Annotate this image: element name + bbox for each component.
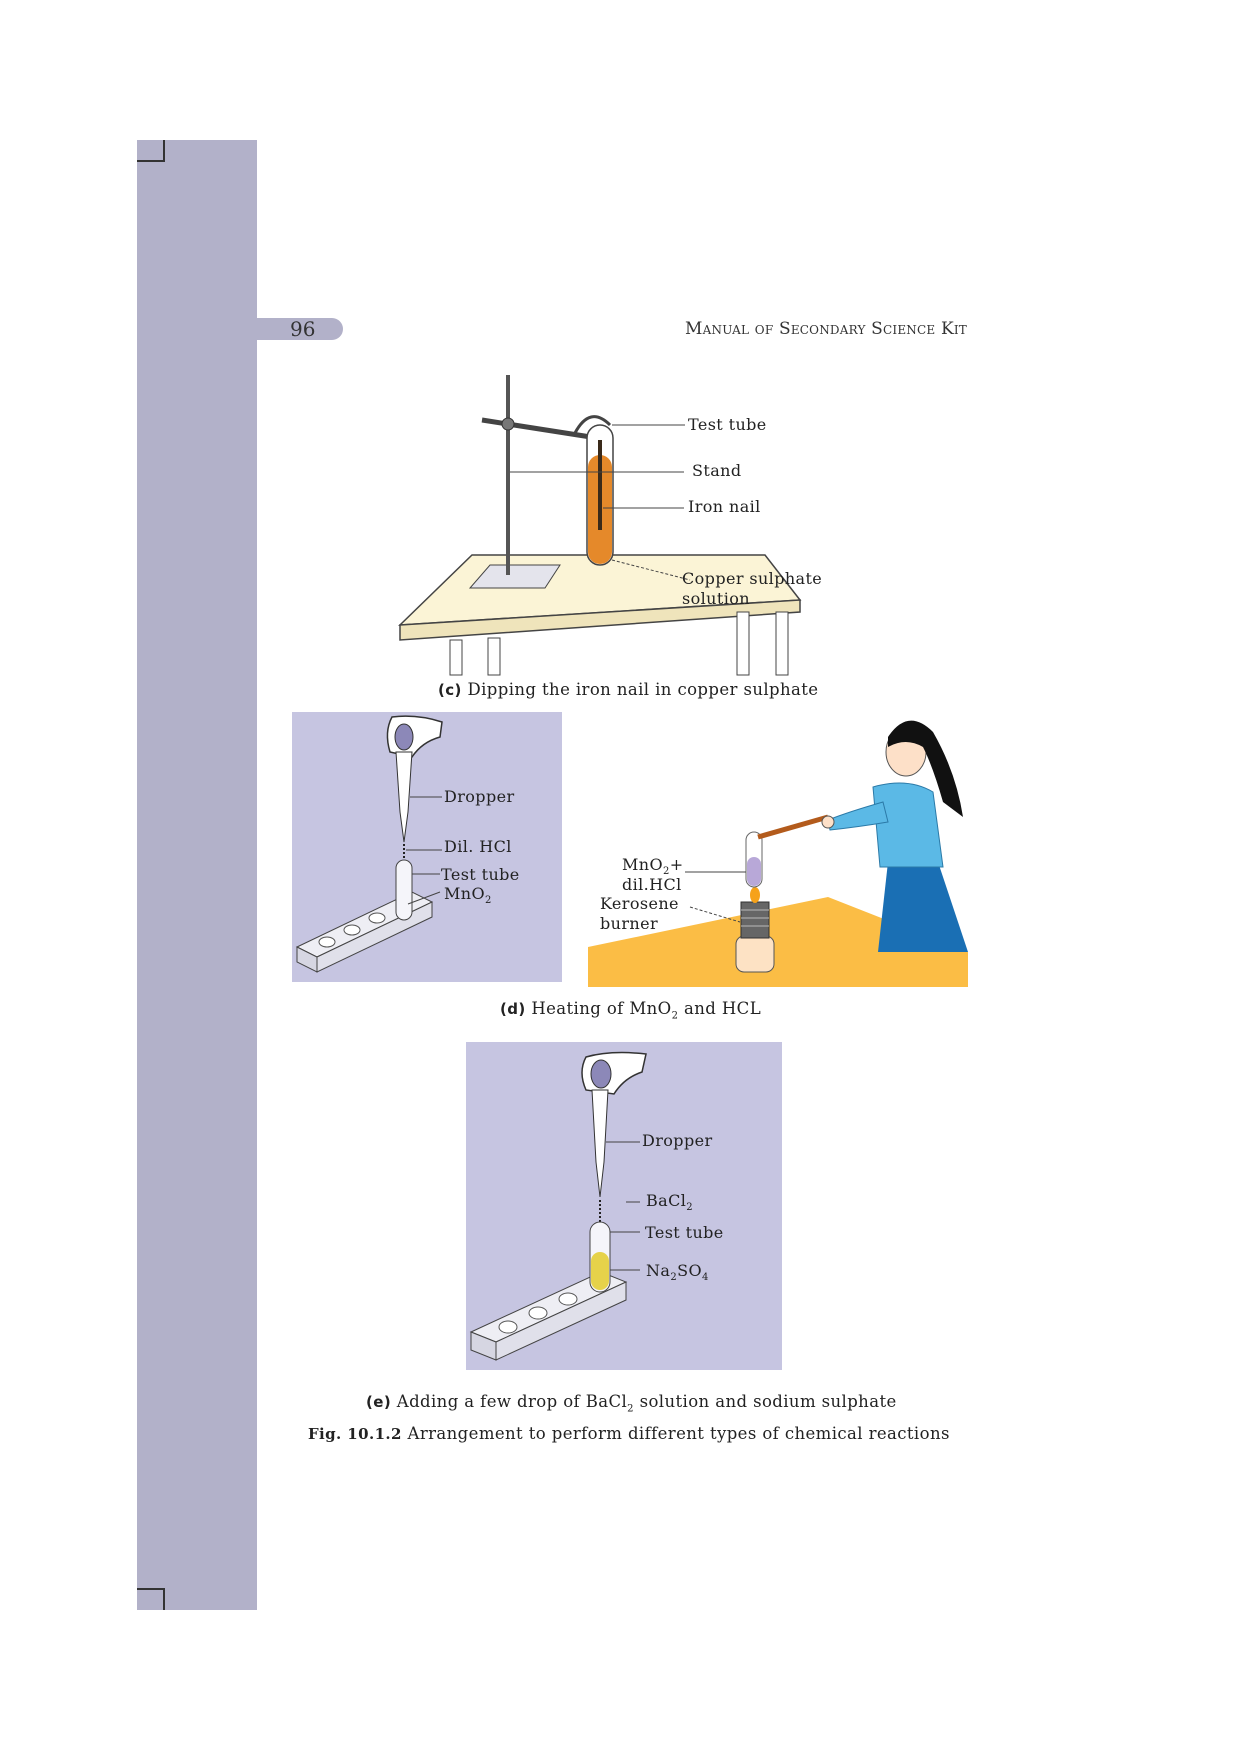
- table-leg: [736, 611, 750, 676]
- caption-d-sub: 2: [671, 1010, 679, 1022]
- label-mix-sub: 2: [663, 866, 670, 878]
- dropper-bulb: [590, 1059, 612, 1089]
- label-dropper-d: Dropper: [444, 787, 515, 806]
- caption-e-pre: Adding a few drop of BaCl: [396, 1392, 628, 1411]
- girl-skirt: [878, 862, 968, 952]
- test-tube-holder: [757, 814, 829, 840]
- caption-d: (d) Heating of MnO2 and HCL: [500, 998, 761, 1027]
- girl-hair: [888, 720, 963, 817]
- spot-tray-side: [495, 1281, 627, 1361]
- label-burner-1: Kerosene: [600, 894, 679, 913]
- running-head: Manual of Secondary Science Kit: [685, 319, 967, 339]
- label-mix-base: MnO: [622, 855, 664, 874]
- tray-well: [343, 924, 361, 936]
- label-bacl2-base: BaCl: [646, 1191, 687, 1210]
- label-na2so4-b: SO: [677, 1261, 702, 1280]
- leader-line: [407, 891, 441, 905]
- girl-arm: [827, 801, 889, 831]
- caption-d-pre: Heating of MnO: [531, 999, 672, 1018]
- tray-well: [368, 912, 386, 924]
- sodium-sulphate-solution: [591, 1252, 609, 1290]
- girl-hand: [821, 815, 835, 829]
- dropper-tube: [591, 1089, 609, 1198]
- label-burner-2: burner: [600, 914, 659, 933]
- figure-e-illustration: [469, 1051, 647, 1361]
- dropper-tube: [395, 751, 413, 843]
- page-number-tab: [257, 318, 343, 340]
- caption-d-post: and HCL: [684, 999, 762, 1018]
- mno2-mixture: [747, 857, 761, 886]
- label-stand: Stand: [692, 461, 742, 480]
- caption-c-text: Dipping the iron nail in copper sulphate: [467, 680, 819, 699]
- caption-d-tag: (d): [500, 1000, 526, 1018]
- figure-caption: Fig. 10.1.2 Arrangement to perform diffe…: [308, 1423, 950, 1445]
- crop-mark-top: [137, 140, 165, 162]
- label-na2so4-sub1: 2: [670, 1272, 678, 1284]
- label-mix-line2: dil.HCl: [622, 875, 682, 894]
- tray-well: [558, 1292, 578, 1306]
- figure-caption-text: Arrangement to perform different types o…: [407, 1424, 950, 1443]
- crop-mark-bottom: [137, 1588, 165, 1610]
- caption-e-post: solution and sodium sulphate: [639, 1392, 897, 1411]
- girl-shirt: [872, 782, 944, 868]
- caption-e-sub: 2: [627, 1403, 634, 1415]
- tray-well: [318, 936, 336, 948]
- caption-e: (e) Adding a few drop of BaCl2 solution …: [366, 1391, 897, 1420]
- label-iron-nail: Iron nail: [688, 497, 761, 516]
- stand-base: [468, 564, 561, 589]
- table-leg: [449, 639, 463, 676]
- caption-c-tag: (c): [438, 681, 462, 699]
- label-test-tube: Test tube: [688, 415, 767, 434]
- label-mno2-sub: 2: [485, 895, 492, 907]
- clamp-holder: [573, 415, 612, 434]
- table-top: [588, 897, 968, 987]
- label-bacl2: BaCl2: [646, 1192, 693, 1217]
- figure-c-illustration: [398, 375, 802, 676]
- label-dil-hcl: Dil. HCl: [444, 837, 512, 856]
- figure-d-heating-illustration: [588, 720, 968, 987]
- tray-well: [498, 1320, 518, 1334]
- label-na2so4-sub2: 4: [702, 1272, 709, 1284]
- figure-d-dropper-illustration: [295, 715, 443, 973]
- table-leg: [775, 611, 789, 676]
- clamp-boss: [501, 417, 515, 431]
- figure-number: Fig. 10.1.2: [308, 1425, 402, 1443]
- label-mix-line1: MnO2+: [622, 856, 684, 881]
- dropper-bulb: [394, 723, 414, 751]
- leader-line: [611, 559, 691, 581]
- kerosene-burner-body: [740, 901, 770, 939]
- test-tube: [395, 859, 413, 921]
- stand-rod: [506, 375, 510, 575]
- label-solution-2: solution: [682, 589, 750, 608]
- margin-bar: [137, 140, 257, 1610]
- label-test-tube-e: Test tube: [645, 1223, 724, 1242]
- tray-well: [528, 1306, 548, 1320]
- label-mno2-base: MnO: [444, 884, 486, 903]
- label-bacl2-sub: 2: [686, 1202, 694, 1214]
- flame: [750, 887, 760, 903]
- leader-line: [689, 906, 741, 923]
- label-na2so4-a: Na: [646, 1261, 671, 1280]
- kerosene-burner-base: [735, 935, 775, 973]
- label-solution-1: Copper sulphate: [682, 569, 823, 588]
- page-number: 96: [290, 317, 316, 341]
- table-edge: [399, 599, 801, 641]
- label-dropper-e: Dropper: [642, 1131, 713, 1150]
- label-mix-suffix: +: [669, 855, 684, 874]
- label-test-tube-d: Test tube: [441, 865, 520, 884]
- label-mno2: MnO2: [444, 885, 492, 910]
- caption-c: (c) Dipping the iron nail in copper sulp…: [438, 679, 818, 701]
- caption-e-tag: (e): [366, 1393, 392, 1411]
- label-na2so4: Na2SO4: [646, 1262, 709, 1287]
- table-leg: [487, 637, 501, 676]
